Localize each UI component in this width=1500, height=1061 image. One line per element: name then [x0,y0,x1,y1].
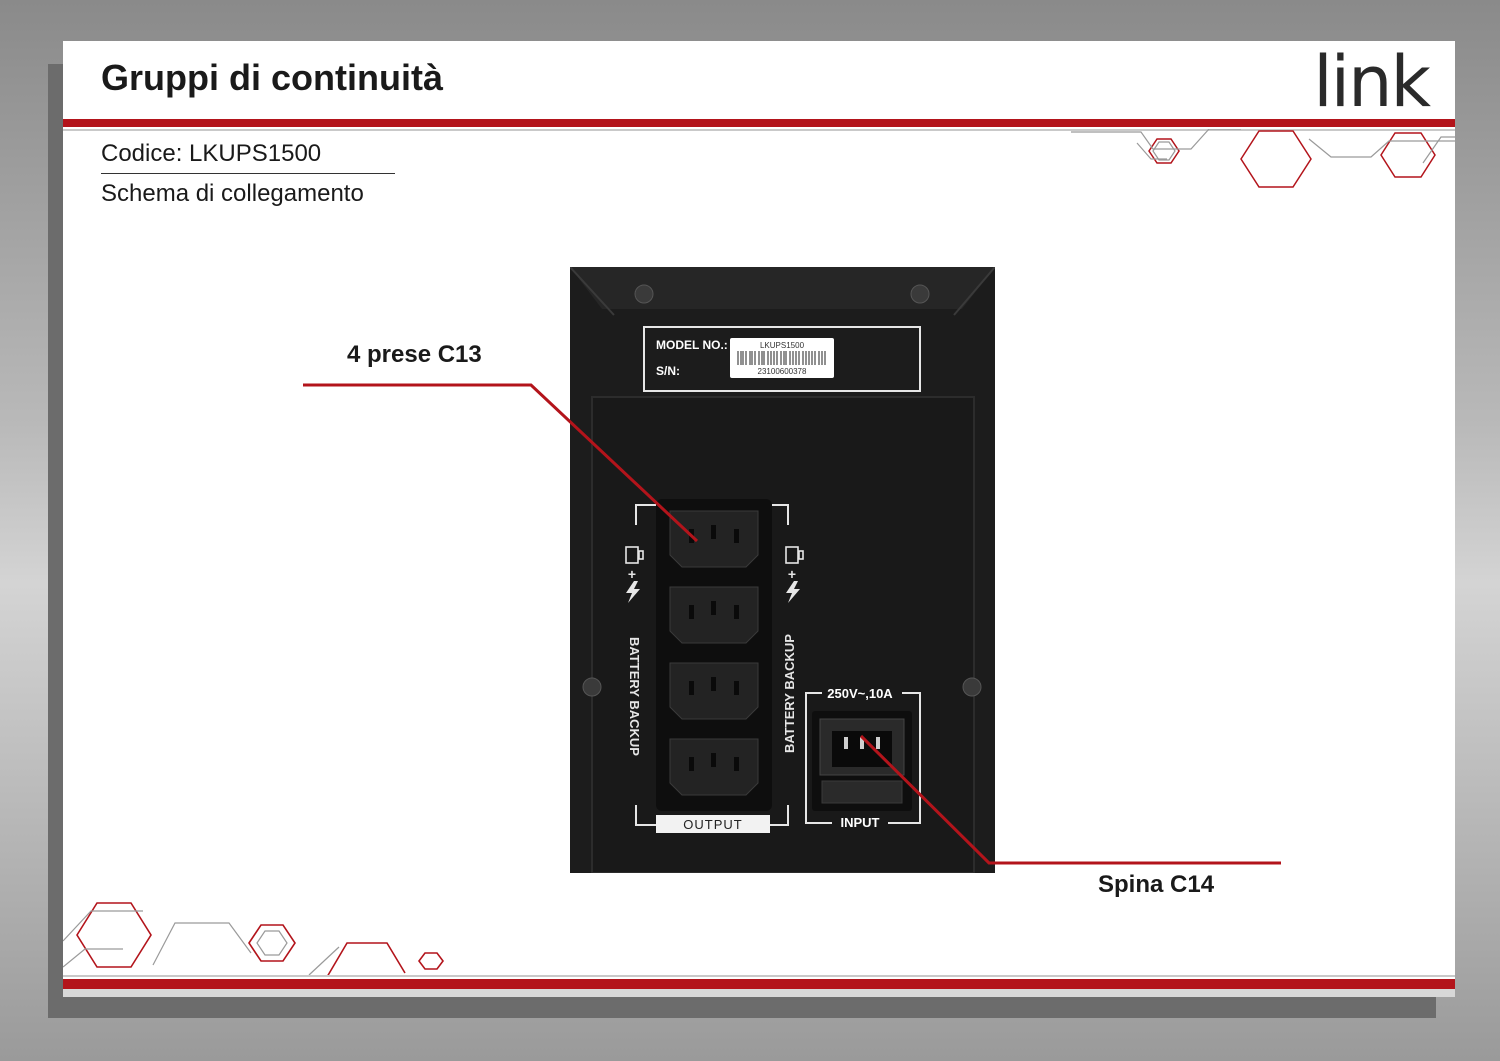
barcode-icon [737,351,826,365]
callout-c13-outlets: 4 prese C13 [347,341,482,368]
svg-text:+: + [628,566,636,582]
header-gray-line [63,129,1455,131]
document-sheet: Gruppi di continuità link Codice: LKUPS1… [63,41,1455,997]
screw-icon [582,284,982,697]
battery-backup-left: BATTERY BACKUP [627,637,642,756]
page-title: Gruppi di continuità [101,57,443,98]
c13-outlet-icon [669,738,759,796]
serial-label: S/N: [656,364,680,378]
c14-inlet-icon [812,711,912,811]
footer-gray-line [63,975,1455,977]
c13-outlet-icon [669,586,759,644]
svg-text:+: + [788,566,796,582]
code-divider [101,173,395,174]
output-label: OUTPUT [683,817,742,832]
model-value: LKUPS1500 [760,341,805,350]
header-red-band [63,119,1455,127]
battery-icon: + + [625,546,804,582]
input-label: INPUT [841,815,880,830]
footer-gray-band [63,989,1455,997]
input-rating: 250V~,10A [827,686,893,701]
serial-value: 23100600378 [758,367,807,376]
hex-decoration-top-icon [1071,129,1455,188]
c13-outlet-icon [669,510,759,568]
callout-c14-inlet: Spina C14 [1098,871,1215,898]
section-subtitle: Schema di collegamento [101,180,364,207]
lightning-icon [626,581,800,603]
hex-decoration-bottom-icon [63,902,444,977]
brand-logo: link [1313,41,1431,123]
c13-outlet-icon [669,662,759,720]
battery-backup-right: BATTERY BACKUP [782,634,797,753]
ups-rear-panel: MODEL NO.: S/N: LKUPS1500 23100600378 [570,267,995,873]
model-label: MODEL NO.: [656,338,728,352]
product-code: Codice: LKUPS1500 [101,140,322,167]
footer-red-band [63,979,1455,989]
